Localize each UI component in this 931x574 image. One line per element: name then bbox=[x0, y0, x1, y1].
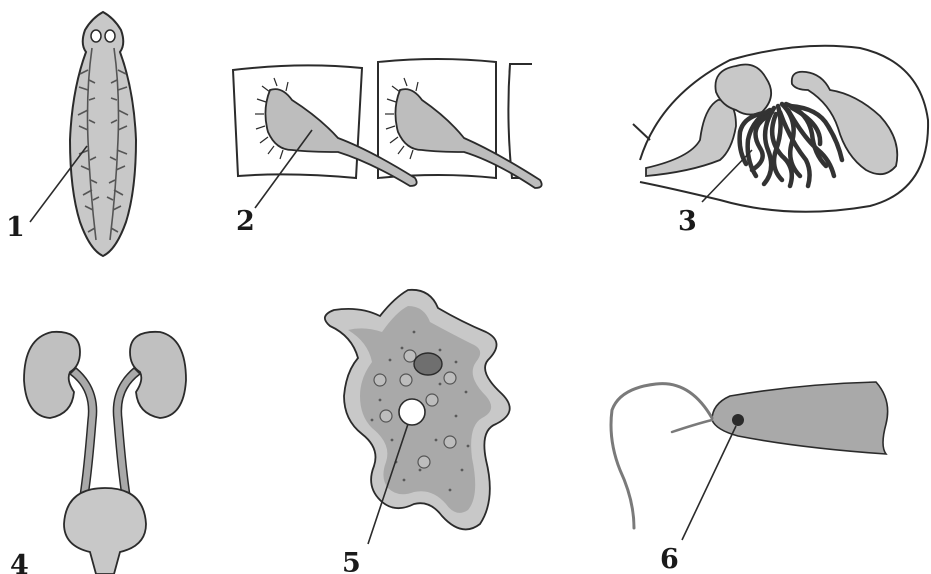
planarian-eyespot-right bbox=[105, 30, 115, 42]
urinary-bladder bbox=[64, 488, 146, 574]
pointer-line-6 bbox=[682, 426, 736, 540]
label-1: 1 bbox=[6, 212, 25, 243]
insect-body-tail bbox=[633, 124, 650, 140]
segment-3-partial bbox=[508, 64, 532, 178]
planarian-eyespot-left bbox=[91, 30, 101, 42]
panel-1-planarian: 1 bbox=[6, 12, 136, 256]
euglena-flagellum-short bbox=[672, 420, 712, 432]
contractile-vacuole bbox=[399, 399, 425, 425]
amoeba-nucleus bbox=[414, 353, 442, 375]
planarian-body bbox=[70, 12, 136, 256]
malpighian-tubules-cluster bbox=[740, 104, 842, 186]
euglena-flagellum bbox=[611, 384, 712, 528]
label-4: 4 bbox=[10, 550, 29, 574]
label-6: 6 bbox=[660, 544, 679, 574]
label-5: 5 bbox=[342, 548, 361, 574]
panel-6-euglena: 6 bbox=[611, 382, 888, 574]
panel-4-kidneys-bladder: 4 bbox=[10, 332, 186, 574]
ureter-right bbox=[113, 368, 140, 496]
label-3: 3 bbox=[678, 206, 697, 237]
panel-2-metanephridia: 2 bbox=[233, 59, 542, 237]
label-2: 2 bbox=[236, 206, 255, 237]
panel-3-malpighian-tubules: 3 bbox=[633, 46, 928, 237]
ureter-left bbox=[70, 368, 97, 496]
panel-5-amoeba: 5 bbox=[325, 290, 510, 574]
euglena-eyespot bbox=[732, 414, 744, 426]
foregut bbox=[646, 100, 736, 176]
